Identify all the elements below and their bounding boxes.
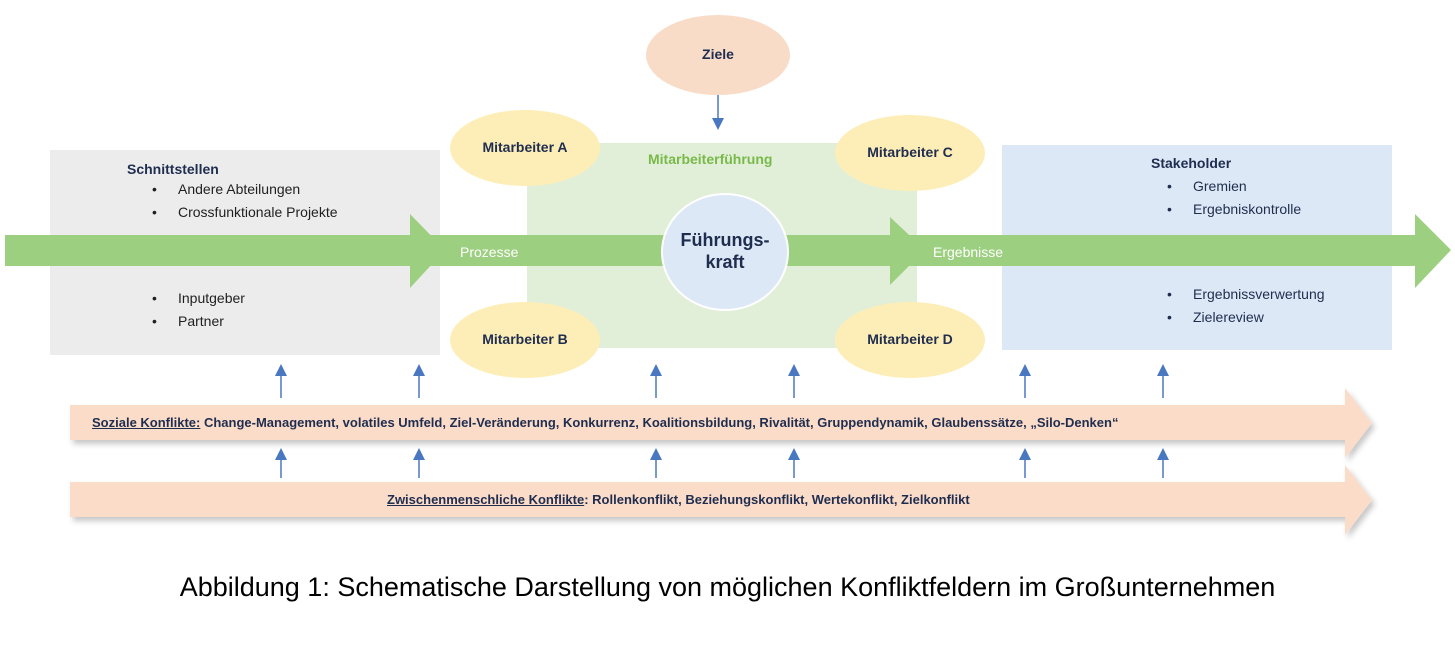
schnittstellen-top-list: Andere Abteilungen Crossfunktionale Proj… [152,178,338,224]
list-item: Ergebniskontrolle [1167,198,1301,221]
list-item: Crossfunktionale Projekte [152,201,338,224]
mitarbeiter-d-label: Mitarbeiter D [867,331,953,347]
mitarbeiter-b-label: Mitarbeiter B [482,331,568,347]
zwischenmenschliche-konflikte-heading: Zwischenmenschliche Konflikte [387,492,585,507]
schnittstellen-title: Schnittstellen [127,161,219,177]
list-item: Gremien [1167,175,1301,198]
list-item: Ergebnissverwertung [1167,283,1325,306]
soziale-konflikte-heading: Soziale Konflikte: [92,415,201,430]
zwischenmenschliche-konflikte-body: : Rollenkonflikt, Beziehungskonflikt, We… [584,492,970,507]
ziele-label: Ziele [702,46,734,62]
fuehrungskraft-line-1: Führungs- [680,230,770,250]
ziele-oval [646,15,790,95]
mitarbeiter-a-oval [450,110,600,186]
soziale-konflikte-body: Change-Management, volatiles Umfeld, Zie… [200,415,1119,430]
mitarbeiter-c-label: Mitarbeiter C [867,144,953,160]
mitarbeiterfuehrung-title: Mitarbeiterführung [648,151,773,167]
list-item: Zielereview [1167,306,1325,329]
soziale-konflikte-text: Soziale Konflikte: Change-Management, vo… [92,415,1118,430]
fuehrungskraft-line-2: kraft [705,252,745,272]
soziale-konflikte-arrow [70,388,1372,458]
main-flow-arrow-left [5,214,445,288]
list-item: Inputgeber [152,287,245,310]
mitarbeiter-b-oval [450,302,600,378]
schnittstellen-bottom-list: Inputgeber Partner [152,287,245,333]
stakeholder-bottom-list: Ergebnissverwertung Zielereview [1167,283,1325,329]
ergebnisse-label: Ergebnisse [933,244,1004,260]
list-item: Partner [152,310,245,333]
main-flow-arrow-right [890,214,1451,288]
upward-arrows-row-1 [275,364,1169,398]
mitarbeiter-c-oval [835,115,985,191]
zwischenmenschliche-konflikte-arrow [70,465,1372,535]
stakeholder-top-list: Gremien Ergebniskontrolle [1167,175,1301,221]
figure-caption: Abbildung 1: Schematische Darstellung vo… [179,572,1276,602]
upward-arrows-row-2 [275,448,1169,478]
zwischenmenschliche-konflikte-text: Zwischenmenschliche Konflikte: Rollenkon… [387,492,970,507]
fuehrungskraft-oval [661,193,789,311]
prozesse-label: Prozesse [460,244,519,260]
mitarbeiter-a-label: Mitarbeiter A [482,139,568,155]
fuehrungskraft-label: Führungs- kraft [662,229,788,273]
mitarbeiter-d-oval [835,302,985,378]
stakeholder-title: Stakeholder [1151,155,1232,171]
list-item: Andere Abteilungen [152,178,338,201]
